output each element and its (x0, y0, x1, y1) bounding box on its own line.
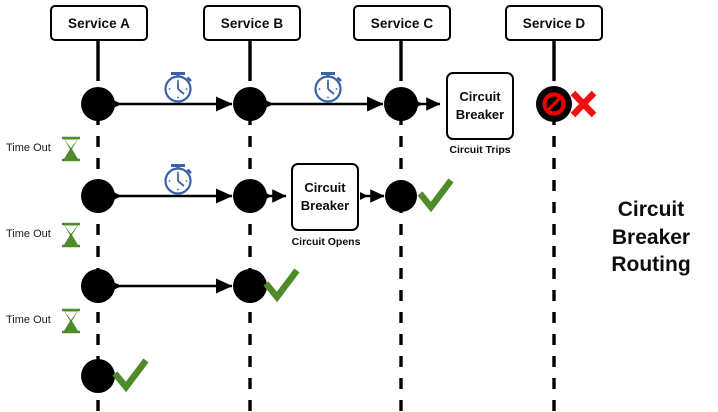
service-box-b[interactable]: Service B (203, 5, 301, 41)
red-cross-icon (570, 90, 597, 118)
blocked-node-service-d (536, 86, 572, 122)
circuit-opens-text: Circuit Opens (291, 236, 361, 248)
service-label-d: Service D (522, 15, 586, 31)
circuit-trips-text: Circuit Trips (449, 144, 511, 156)
circuit-breaker-opens-line1: Circuit (304, 180, 346, 196)
circuit-breaker-opens-line2: Breaker (300, 198, 350, 213)
diagram-title-line-1: Circuit (617, 198, 685, 221)
timeout-text-3: Time Out (6, 314, 51, 326)
circuit-breaker-trips-line1: Circuit (459, 89, 501, 105)
circuit-breaker-trips-line2: Breaker (455, 107, 505, 122)
diagram-title-line-3: Routing (611, 253, 691, 277)
stopwatch-icon-row1-ab (164, 72, 192, 103)
stopwatch-icon-row2-ab (164, 164, 192, 195)
node-row1-service-a (81, 87, 115, 121)
node-row2-service-c (385, 180, 417, 212)
node-row4-service-a (81, 359, 115, 393)
diagram-title: Circuit Breaker Routing (592, 196, 710, 279)
node-row2-service-a (81, 179, 115, 213)
node-row1-service-b (233, 87, 267, 121)
hourglass-icon-2 (62, 222, 80, 248)
timeout-label-1: Time Out (6, 142, 51, 154)
service-box-c[interactable]: Service C (353, 5, 451, 41)
circuit-breaker-trips-caption: Circuit Trips (446, 144, 514, 156)
node-row3-service-b (233, 269, 267, 303)
node-row1-service-c (384, 87, 418, 121)
service-label-b: Service B (220, 15, 284, 31)
diagram-title-line-2: Breaker (611, 225, 691, 249)
timeout-label-3: Time Out (6, 314, 51, 326)
circuit-breaker-opens-caption: Circuit Opens (286, 236, 366, 248)
stopwatch-icon-row1-bc (314, 72, 342, 103)
timeout-label-2: Time Out (6, 228, 51, 240)
node-row2-service-b (233, 179, 267, 213)
service-label-a: Service A (68, 15, 130, 31)
arrow-row2-cb-c-head (360, 192, 368, 200)
check-icon-row3-service-b (263, 268, 300, 303)
hourglass-icon-1 (62, 136, 80, 162)
timeout-text-1: Time Out (6, 142, 51, 154)
circuit-breaker-box-opens[interactable]: Circuit Breaker (291, 163, 359, 231)
check-icon-row4-service-a (112, 358, 149, 393)
circuit-breaker-box-trips[interactable]: Circuit Breaker (446, 72, 514, 140)
service-box-a[interactable]: Service A (50, 5, 148, 41)
hourglass-icon-3 (62, 308, 80, 334)
check-icon-row2-service-c (417, 178, 454, 213)
node-row3-service-a (81, 269, 115, 303)
service-box-d[interactable]: Service D (505, 5, 603, 41)
timeout-text-2: Time Out (6, 228, 51, 240)
service-label-c: Service C (370, 15, 434, 31)
